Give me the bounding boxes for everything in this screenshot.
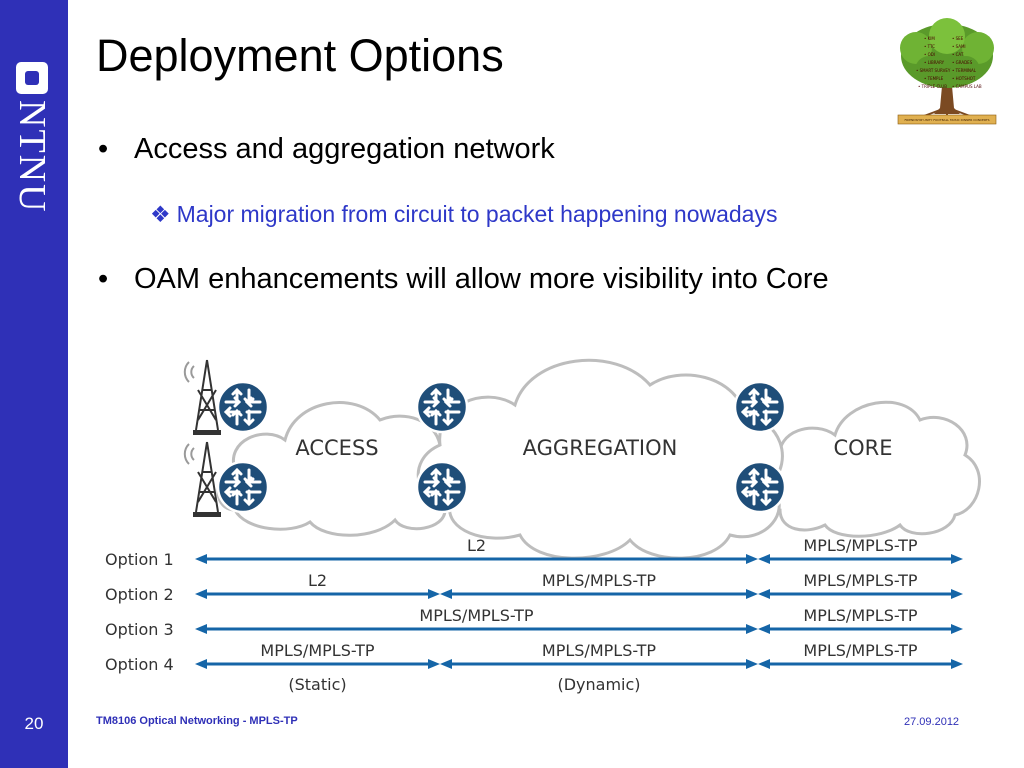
segment-label: MPLS/MPLS-TP — [803, 606, 918, 625]
router-icon — [733, 460, 787, 514]
tree-word: • SAMI — [952, 44, 966, 49]
ntnu-brand: NTNU — [12, 100, 52, 214]
option-arrow — [758, 554, 963, 564]
router-icon — [216, 460, 270, 514]
segment-sublabel: (Static) — [288, 675, 346, 694]
tree-word: • TERMINAL — [952, 68, 977, 73]
segment-sublabel: (Dynamic) — [557, 675, 640, 694]
sub-bullet-migration: ❖Major migration from circuit to packet … — [150, 201, 777, 228]
tree-word: • SMART SURVEY — [916, 68, 951, 73]
option-arrow — [440, 659, 758, 669]
access-label: ACCESS — [295, 436, 378, 460]
option-arrow — [195, 589, 440, 599]
segment-label: MPLS/MPLS-TP — [542, 641, 657, 660]
tree-word: • HOTSHOT — [952, 76, 976, 81]
router-icon — [733, 380, 787, 434]
segment-label: MPLS/MPLS-TP — [803, 536, 918, 555]
diamond-bullet-icon: ❖ — [150, 201, 171, 227]
sub-bullet-text: Major migration from circuit to packet h… — [176, 201, 778, 227]
cell-tower-icon — [183, 359, 222, 436]
bullet-mark: • — [98, 133, 109, 165]
tree-word: • TEMPLE — [924, 76, 944, 81]
tree-word: • CAMPUS LAB — [952, 84, 982, 89]
option-label: Option 3 — [105, 620, 174, 639]
router-icon — [216, 380, 270, 434]
option-arrow — [195, 659, 440, 669]
option-arrow — [758, 624, 963, 634]
option-arrow — [195, 624, 758, 634]
ntnu-sidebar: NTNU 20 — [0, 0, 68, 768]
tree-word: • TTC — [924, 44, 935, 49]
bullet-text: Access and aggregation network — [134, 133, 555, 165]
tree-word: • CAT — [952, 52, 964, 57]
tree-logo-image: • KIM • SEE • TTC • SAMI • ODI • CAT • LIBRARY… — [897, 18, 997, 125]
tree-base-text: FRIENDSHIP UNITY FOOTBALL MUSIC DINNER C… — [904, 118, 989, 122]
segment-label: L2 — [467, 536, 486, 555]
footer-course: TM8106 Optical Networking - MPLS-TP — [96, 715, 298, 727]
segment-label: MPLS/MPLS-TP — [260, 641, 375, 660]
slide-title: Deployment Options — [96, 30, 504, 81]
router-icon — [415, 380, 469, 434]
segment-label: MPLS/MPLS-TP — [542, 571, 657, 590]
option-label: Option 4 — [105, 655, 174, 674]
option-label: Option 2 — [105, 585, 174, 604]
router-icon — [415, 460, 469, 514]
bullet-text: OAM enhancements will allow more visibil… — [134, 263, 829, 295]
segment-label: L2 — [308, 571, 327, 590]
cloud-group — [216, 358, 981, 560]
option-arrow — [195, 554, 758, 564]
segment-label: MPLS/MPLS-TP — [803, 571, 918, 590]
aggregation-label: AGGREGATION — [523, 436, 678, 460]
bullet-access-aggregation: • Access and aggregation network — [98, 133, 555, 166]
cell-tower-icon — [183, 441, 222, 518]
tree-word: • LIBRARY — [924, 60, 945, 65]
tree-word: • GRADES — [952, 60, 973, 65]
core-label: CORE — [833, 436, 892, 460]
option-arrow — [440, 589, 758, 599]
core-cloud — [759, 400, 981, 538]
ntnu-logo-icon — [16, 62, 48, 94]
option-label: Option 1 — [105, 550, 174, 569]
tree-word: • SEE — [952, 36, 964, 41]
option-arrow — [758, 589, 963, 599]
footer-date: 27.09.2012 — [904, 716, 960, 728]
tree-word: • KIM — [924, 36, 935, 41]
bullet-mark: • — [98, 263, 109, 295]
segment-label: MPLS/MPLS-TP — [419, 606, 534, 625]
bullet-oam: • OAM enhancements will allow more visibi… — [98, 263, 829, 296]
slide-number: 20 — [24, 714, 44, 733]
tree-word: • ODI — [924, 52, 935, 57]
option-arrow — [758, 659, 963, 669]
tree-word: • TRIPLE CLUB — [918, 84, 947, 89]
segment-label: MPLS/MPLS-TP — [803, 641, 918, 660]
